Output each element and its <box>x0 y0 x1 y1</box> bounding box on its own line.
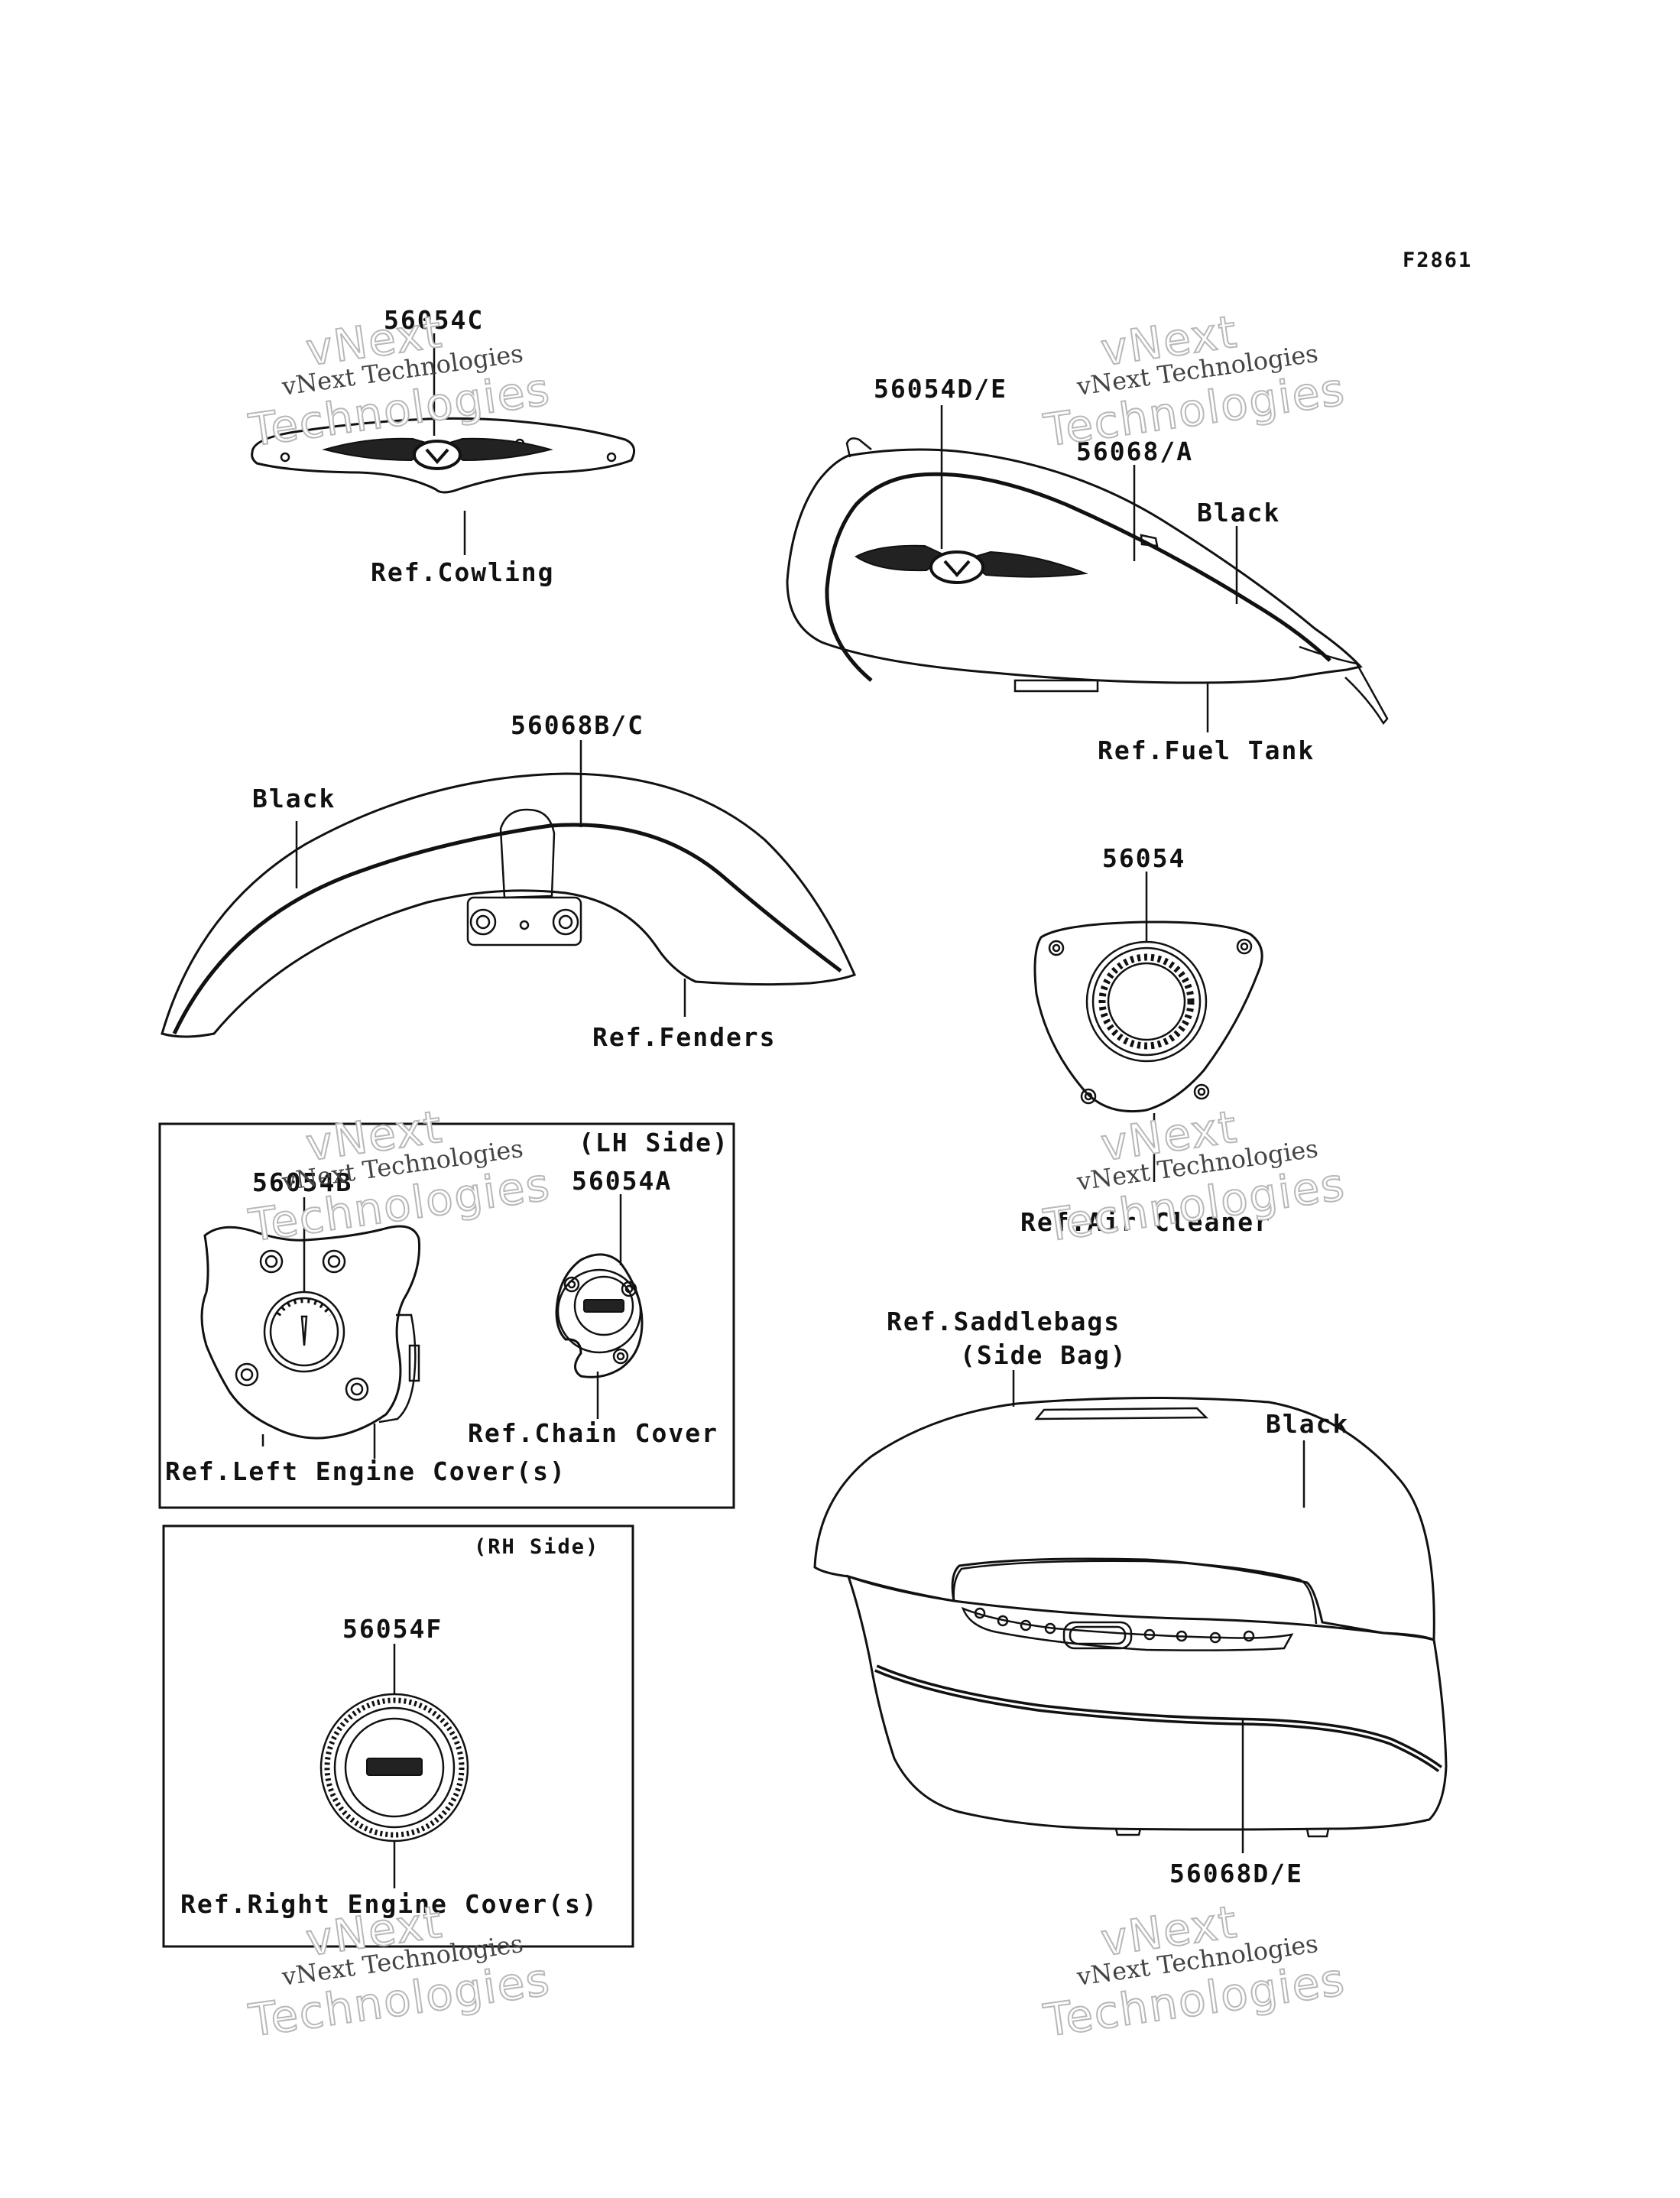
label-56054A: 56054A <box>572 1166 672 1196</box>
label-black-fender: Black <box>252 784 336 813</box>
watermark-2: vNext Technologies vNext Technologies <box>1039 305 1349 458</box>
air-cleaner-part <box>1033 920 1263 1113</box>
label-56054DE: 56054D/E <box>874 374 1007 404</box>
watermark-3: vNext Technologies vNext Technologies <box>245 1100 554 1253</box>
label-rh-side: (RH Side) <box>474 1535 599 1559</box>
saddlebag-part <box>813 1396 1448 1838</box>
label-ref-cowling: Ref.Cowling <box>371 557 555 587</box>
fuel-tank-part <box>786 437 1389 726</box>
chain-cover-part <box>555 1253 644 1378</box>
watermark-4: vNext Technologies vNext Technologies <box>1039 1100 1349 1253</box>
lh-side-frame <box>158 1122 735 1509</box>
label-ref-saddlebags: Ref.Saddlebags <box>887 1307 1121 1336</box>
label-lh-side: (LH Side) <box>579 1128 729 1157</box>
cowling-part <box>251 417 636 494</box>
left-engine-cover-part <box>200 1225 421 1446</box>
label-black-tank: Black <box>1197 498 1280 528</box>
label-ref-chain-cover: Ref.Chain Cover <box>468 1418 718 1448</box>
label-ref-fuel-tank: Ref.Fuel Tank <box>1098 735 1315 765</box>
label-56068A: 56068/A <box>1076 437 1193 466</box>
label-ref-air-cleaner: Ref.Air Cleaner <box>1020 1207 1271 1237</box>
label-56054C: 56054C <box>384 305 484 335</box>
label-black-saddlebag: Black <box>1266 1409 1349 1439</box>
label-56054F: 56054F <box>342 1614 443 1644</box>
fender-part <box>161 772 856 1038</box>
right-engine-cover-part <box>319 1693 469 1842</box>
figure-code: F2861 <box>1403 248 1472 272</box>
label-56068BC: 56068B/C <box>511 710 644 740</box>
label-side-bag: (Side Bag) <box>960 1340 1127 1370</box>
rh-side-frame <box>162 1524 634 1948</box>
label-56054B: 56054B <box>252 1167 352 1197</box>
label-ref-right-engine-cover: Ref.Right Engine Cover(s) <box>180 1889 598 1919</box>
label-ref-fenders: Ref.Fenders <box>592 1022 777 1052</box>
watermark-6: vNext Technologies vNext Technologies <box>1039 1895 1349 2048</box>
label-56054: 56054 <box>1102 843 1185 873</box>
label-ref-left-engine-cover: Ref.Left Engine Cover(s) <box>165 1456 566 1486</box>
label-56068DE: 56068D/E <box>1169 1859 1303 1888</box>
